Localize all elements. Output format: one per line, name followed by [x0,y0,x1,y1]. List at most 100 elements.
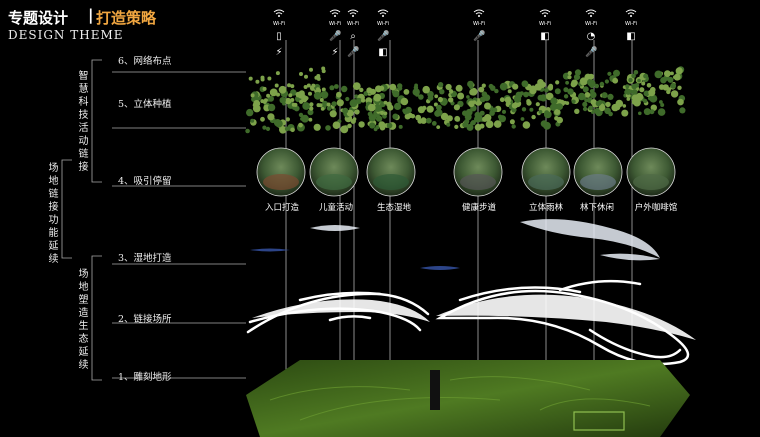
tree [604,79,610,84]
page-subtitle: DESIGN THEME [8,28,124,42]
tree [316,87,320,92]
tree [273,119,282,127]
tree [522,121,531,129]
tree [425,117,432,124]
tree [595,110,602,117]
tree [313,91,322,100]
node-label-trail: 健康步道 [461,203,497,213]
tree [389,83,397,91]
tree [260,77,265,82]
tree [427,95,434,101]
tree [320,107,325,111]
tree [303,85,308,89]
tree [567,75,572,80]
tree [329,110,337,118]
tree [334,84,339,89]
tree [633,70,639,75]
icon-column: Wi-Fi◔🎤 [585,8,597,59]
tree [255,79,260,84]
tree [349,99,358,108]
tree [574,69,582,76]
search-icon: ⌕ [350,31,356,42]
wifi-icon [473,8,485,18]
tree [369,122,376,129]
tree [614,104,621,111]
tree [379,124,386,131]
tree [307,109,314,116]
tree [446,115,453,122]
tree [582,106,588,112]
tree [677,85,682,91]
tree [509,119,515,125]
wifi-label: Wi-Fi [585,21,597,27]
tree [260,116,265,122]
tree [373,93,382,102]
tree [622,104,627,108]
tree [329,85,335,91]
tree [287,83,291,88]
tree [565,101,570,105]
tree [468,100,475,108]
layer-label-2: 2、链接场所 [118,314,172,325]
tree [454,124,459,129]
tree [298,112,304,118]
tree [285,117,290,122]
tree [387,104,394,111]
tree [325,125,331,131]
tree [474,123,482,131]
tree [583,87,588,93]
node-photo-detail [633,174,669,190]
tree [485,120,494,129]
tree [647,96,653,101]
tree [641,81,646,86]
tree [274,83,279,88]
icon-column: Wi-Fi▯⚡ [273,8,285,59]
tree [539,94,548,102]
tree [318,103,323,108]
tree [554,109,561,115]
tree [478,86,485,93]
wifi-label: Wi-Fi [539,21,551,27]
speaker-icon: ◧ [626,31,636,42]
tree [598,104,606,112]
tree [374,104,382,112]
tree [301,114,309,123]
tree [465,108,473,116]
tree [654,70,663,79]
tree [437,82,444,88]
tree [556,103,563,110]
node-photo-detail [316,174,352,190]
tree [573,74,581,81]
wifi-icon [625,8,637,18]
tree [309,106,314,111]
tree [269,88,278,97]
tree [394,102,402,110]
tree [454,115,461,122]
tree [290,98,295,102]
title-separator: | [88,6,94,24]
tree [584,98,589,103]
tree [306,83,311,88]
tree [440,112,449,121]
tree [679,107,686,114]
tree [291,102,296,107]
tree [290,127,295,133]
layer-leader-lines [112,71,246,379]
wifi-icon [329,8,341,18]
tree [246,108,254,117]
tree [375,85,382,93]
wifi-label: Wi-Fi [377,21,389,27]
icon-column: Wi-Fi◧ [625,8,637,43]
tree [481,91,488,97]
tree [667,76,674,83]
layer-label-6: 6、网络布点 [118,56,172,67]
node-photo-detail [528,174,564,190]
tree [326,102,331,107]
tree [453,104,460,111]
brain-icon: ◔ [586,31,596,42]
node-photo-detail [373,174,409,190]
tree [267,113,275,121]
wifi-icon [539,8,551,18]
tree [493,120,502,128]
tree [373,127,378,132]
